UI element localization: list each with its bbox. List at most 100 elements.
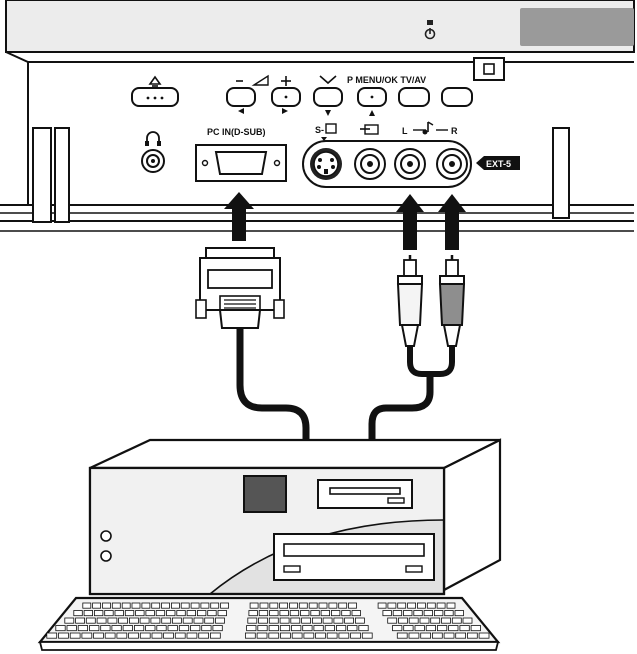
keyboard-key[interactable] [212,625,223,632]
keyboard-key[interactable] [269,610,279,617]
keyboard-key[interactable] [83,610,93,617]
keyboard-key[interactable] [180,602,190,609]
keyboard-key[interactable] [318,602,328,609]
keyboard-key[interactable] [289,602,298,609]
keyboard-key[interactable] [215,617,225,624]
keyboard-key[interactable] [210,602,220,609]
program-up-button[interactable] [357,87,387,116]
keyboard-key[interactable] [280,632,291,639]
keyboard-key[interactable] [408,617,419,624]
keyboard-key[interactable] [291,625,302,632]
keyboard-key[interactable] [121,602,131,609]
keyboard-key[interactable] [186,610,197,617]
keyboard-key[interactable] [361,632,373,639]
keyboard-key[interactable] [347,625,358,632]
keyboard-key[interactable] [462,617,473,624]
keyboard-key[interactable] [102,602,111,609]
keyboard-key[interactable] [398,617,408,624]
keyboard-key[interactable] [217,610,227,617]
audio-right-jack[interactable] [436,148,468,180]
keyboard-key[interactable] [161,602,170,609]
keyboard-key[interactable] [446,602,456,609]
keyboard-key[interactable] [128,617,139,624]
keyboard-key[interactable] [387,602,397,609]
keyboard-key[interactable] [151,602,161,609]
keyboard-key[interactable] [344,617,355,624]
keyboard-key[interactable] [73,610,83,617]
keyboard-key[interactable] [354,617,365,624]
keyboard-key[interactable] [300,610,310,617]
power-button-block[interactable] [243,475,287,513]
keyboard-key[interactable] [258,617,268,624]
keyboard-key[interactable] [167,625,178,632]
keyboard-key[interactable] [279,610,289,617]
keyboard-key[interactable] [82,602,92,609]
cd-drive[interactable] [273,533,435,581]
keyboard-key[interactable] [436,625,448,632]
keyboard-key[interactable] [377,602,387,609]
keyboard-key[interactable] [64,617,75,624]
keyboard-key[interactable] [443,632,455,639]
headphone-jack[interactable] [141,149,165,173]
keyboard-key[interactable] [279,625,291,632]
keyboard-key[interactable] [114,610,124,617]
keyboard-key[interactable] [69,632,81,639]
keyboard[interactable] [37,596,501,651]
keyboard-key[interactable] [55,625,66,632]
keyboard-key[interactable] [128,632,139,639]
keyboard-key[interactable] [268,632,280,639]
keyboard-key[interactable] [351,610,361,617]
keyboard-key[interactable] [433,610,444,617]
keyboard-key[interactable] [75,617,85,624]
svideo-port[interactable] [310,148,342,180]
keyboard-key[interactable] [303,632,315,639]
keyboard-key[interactable] [454,610,464,617]
keyboard-key[interactable] [392,625,403,632]
keyboard-key[interactable] [459,625,470,632]
keyboard-key[interactable] [315,632,326,639]
keyboard-key[interactable] [190,625,201,632]
keyboard-key[interactable] [81,632,93,639]
keyboard-key[interactable] [145,610,155,617]
keyboard-key[interactable] [248,610,258,617]
keyboard-key[interactable] [413,610,423,617]
keyboard-key[interactable] [403,625,414,632]
keyboard-key[interactable] [302,625,313,632]
keyboard-key[interactable] [290,617,301,624]
keyboard-key[interactable] [478,632,490,639]
keyboard-key[interactable] [193,617,204,624]
keyboard-key[interactable] [258,610,269,617]
menu-button[interactable] [131,87,179,107]
keyboard-key[interactable] [455,632,467,639]
keyboard-key[interactable] [301,617,312,624]
keyboard-key[interactable] [279,602,289,609]
keyboard-key[interactable] [118,617,128,624]
keyboard-key[interactable] [448,625,459,632]
keyboard-key[interactable] [335,625,347,632]
keyboard-key[interactable] [431,632,443,639]
keyboard-key[interactable] [174,632,186,639]
floppy-drive[interactable] [317,479,413,509]
keyboard-key[interactable] [66,625,77,632]
keyboard-key[interactable] [104,610,114,617]
keyboard-key[interactable] [122,625,133,632]
keyboard-key[interactable] [407,602,417,609]
keyboard-key[interactable] [131,602,141,609]
tv-av-button[interactable] [398,87,430,107]
keyboard-key[interactable] [247,617,258,624]
keyboard-key[interactable] [111,625,122,632]
pc-in-port[interactable] [195,144,287,182]
keyboard-key[interactable] [259,602,269,609]
keyboard-key[interactable] [178,625,190,632]
keyboard-key[interactable] [426,602,436,609]
keyboard-key[interactable] [328,602,338,609]
keyboard-key[interactable] [403,610,413,617]
keyboard-key[interactable] [96,617,107,624]
keyboard-key[interactable] [170,602,180,609]
keyboard-key[interactable] [200,602,210,609]
program-down-button[interactable] [313,87,343,116]
keyboard-key[interactable] [350,632,361,639]
keyboard-key[interactable] [124,610,135,617]
keyboard-key[interactable] [209,632,221,639]
keyboard-key[interactable] [186,632,198,639]
